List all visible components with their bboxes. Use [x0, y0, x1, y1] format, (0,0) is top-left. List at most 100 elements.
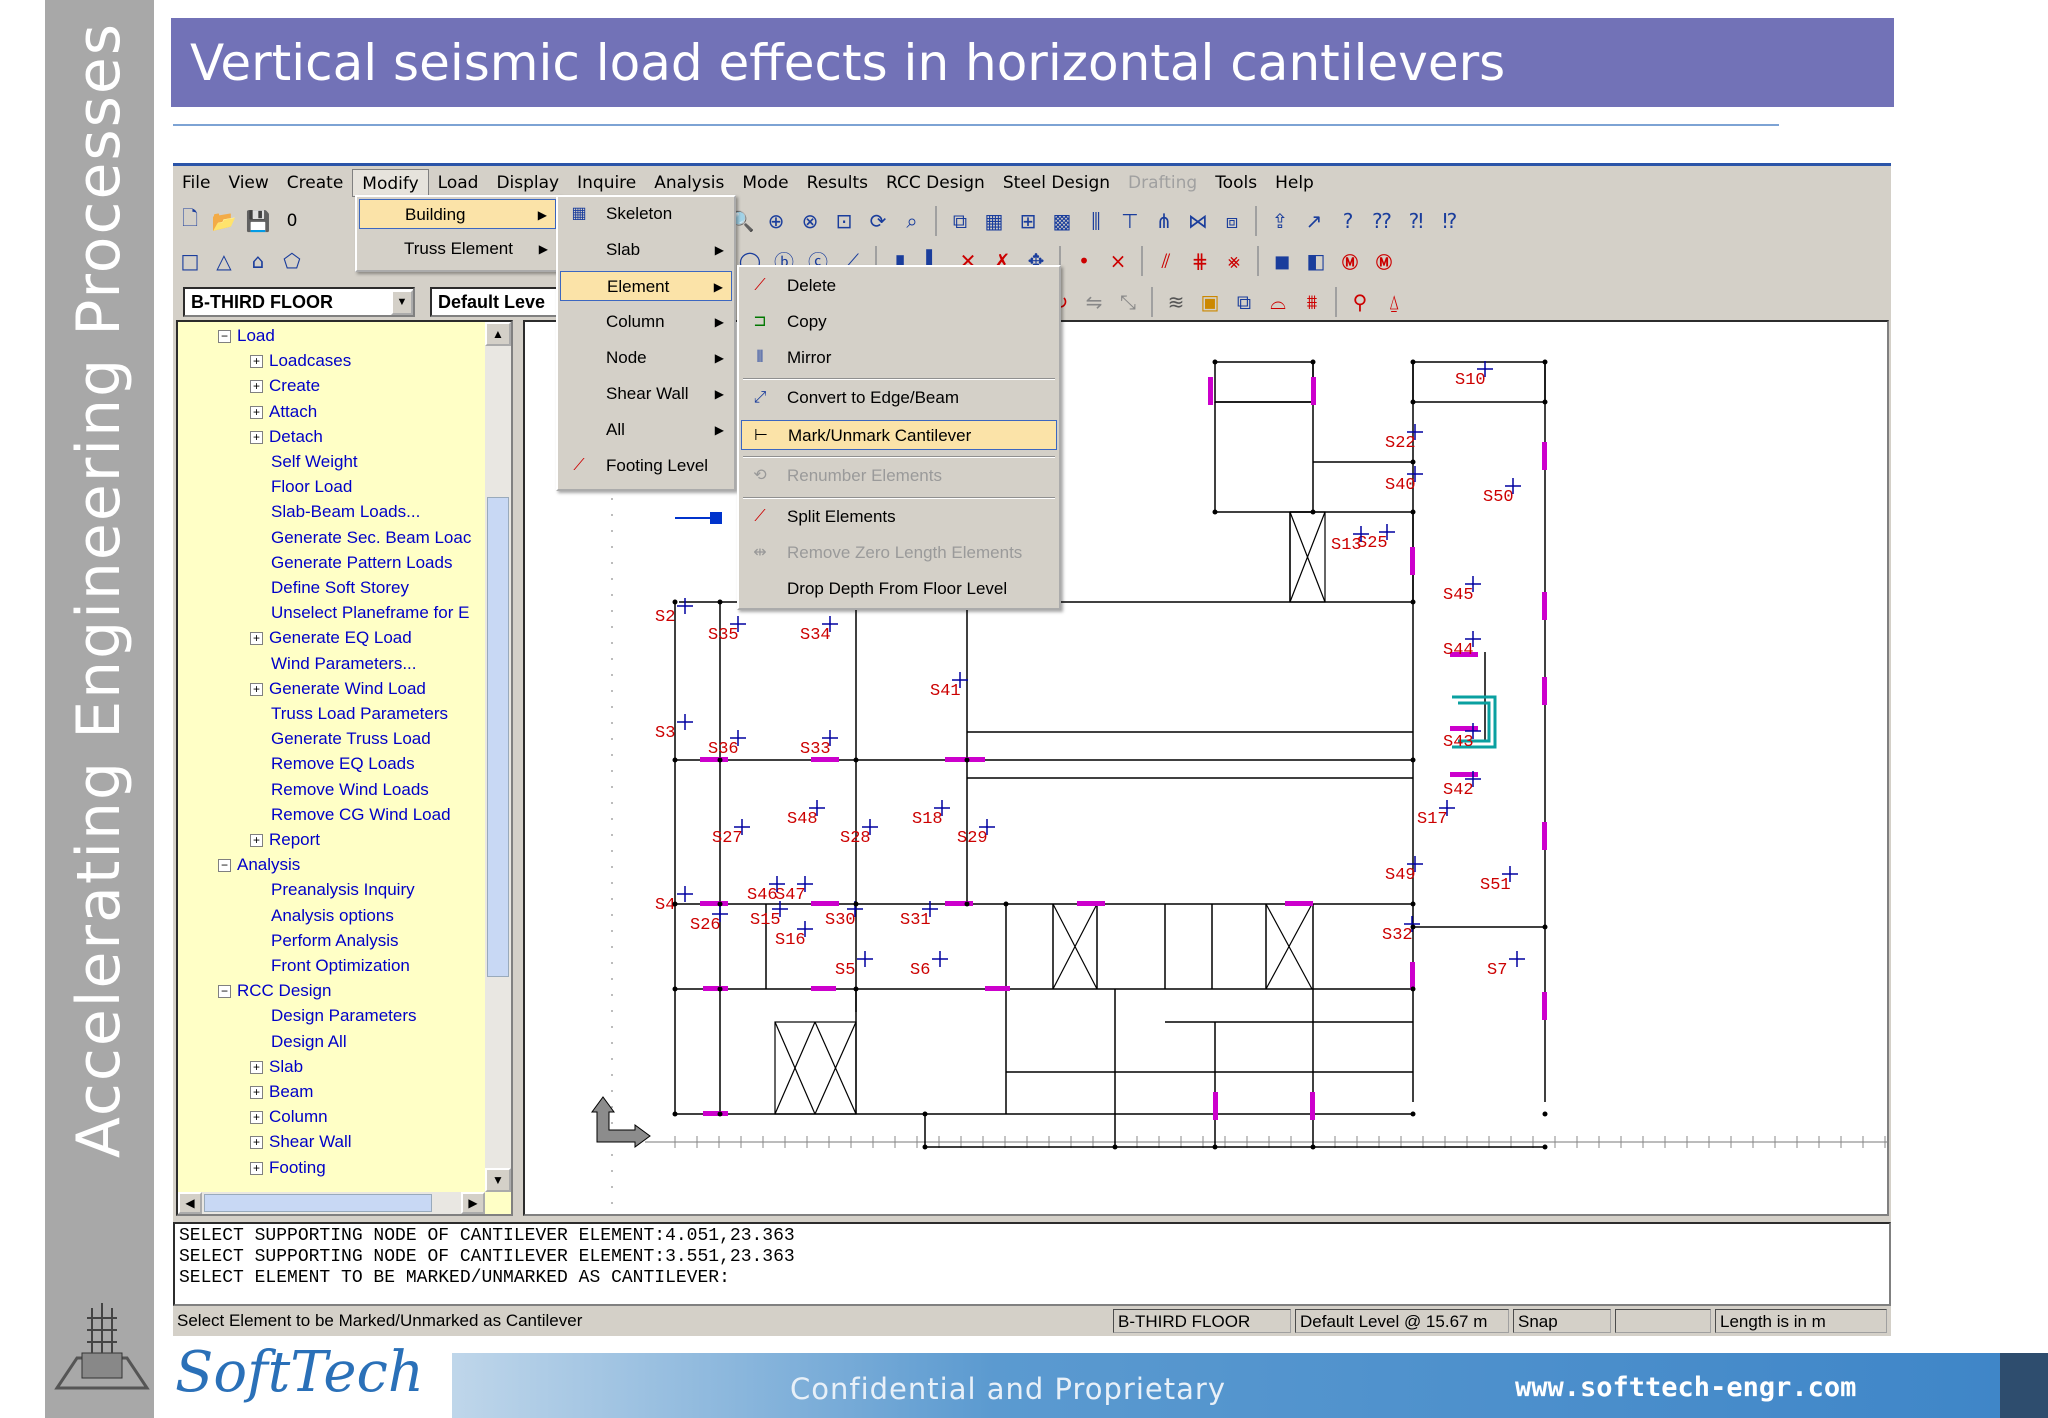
mark-m-icon[interactable]: Ⓜ	[1341, 252, 1358, 272]
menu-create[interactable]: Create	[286, 172, 344, 193]
view-3d-icon[interactable]: ⧉	[952, 208, 968, 233]
menu-item-all[interactable]: All▶	[560, 415, 732, 445]
slab-label[interactable]: S17	[1417, 810, 1448, 829]
node-point[interactable]	[1112, 1144, 1118, 1150]
query-help-icon[interactable]: ⁉	[1442, 208, 1458, 233]
query-design-icon[interactable]: ⁈	[1408, 208, 1424, 233]
triangle-tool-icon[interactable]: △	[216, 248, 232, 273]
node-point[interactable]	[1310, 1144, 1316, 1150]
slab-label[interactable]: S44	[1443, 641, 1474, 660]
tree-item[interactable]: Unselect Planeframe for E	[271, 601, 469, 625]
tree-item[interactable]: −Analysis	[218, 853, 300, 877]
layout-icon[interactable]: ⧈	[1225, 208, 1239, 233]
menu-item-node[interactable]: Node▶	[560, 343, 732, 373]
menu-item-truss-element[interactable]: Truss Element▶	[359, 234, 556, 264]
tree-item[interactable]: Remove CG Wind Load	[271, 803, 451, 827]
menu-item-copy[interactable]: ⊐Copy	[741, 307, 1057, 337]
zoom-window-icon[interactable]: ⊕	[767, 208, 785, 233]
scroll-right-icon[interactable]: ▶	[461, 1192, 485, 1214]
menu-item-delete[interactable]: ⟋Delete	[741, 271, 1057, 301]
tree-item[interactable]: −RCC Design	[218, 979, 331, 1003]
tree-vertical-scrollbar[interactable]: ▲ ▼	[485, 322, 511, 1192]
slab-label[interactable]: S46	[747, 886, 778, 905]
nodes-icon[interactable]: ⊞	[1019, 208, 1037, 233]
beam-add-icon[interactable]: ⋕	[1191, 248, 1209, 273]
tree-item[interactable]: +Loadcases	[250, 349, 351, 373]
tree-item[interactable]: +Report	[250, 828, 320, 852]
h-scroll-thumb[interactable]	[204, 1194, 432, 1212]
tree-item[interactable]: Generate Truss Load	[271, 727, 431, 751]
tree-item[interactable]: Truss Load Parameters	[271, 702, 448, 726]
expand-icon[interactable]: +	[250, 1060, 263, 1074]
expand-icon[interactable]: +	[250, 632, 263, 646]
expand-icon[interactable]: +	[250, 405, 263, 419]
node-point[interactable]	[717, 901, 723, 907]
scroll-thumb[interactable]	[487, 497, 509, 977]
node-point[interactable]	[964, 757, 970, 763]
tree-horizontal-scrollbar[interactable]: ◀ ▶	[178, 1192, 485, 1214]
node-point[interactable]	[672, 599, 678, 605]
node-point[interactable]	[1410, 901, 1416, 907]
node-point[interactable]	[1542, 399, 1548, 405]
slab-label[interactable]: S45	[1443, 586, 1474, 605]
cube-add-icon[interactable]: ◧	[1306, 248, 1326, 273]
node-point[interactable]	[1212, 359, 1218, 365]
menu-steel-design[interactable]: Steel Design	[1002, 172, 1111, 193]
menu-item-drop-depth[interactable]: Drop Depth From Floor Level	[741, 574, 1057, 604]
node-point[interactable]	[1410, 459, 1416, 465]
slab-label[interactable]: S49	[1385, 866, 1416, 885]
menu-view[interactable]: View	[228, 172, 269, 193]
tree-item[interactable]: Remove EQ Loads	[271, 752, 415, 776]
menu-item-column[interactable]: Column▶	[560, 307, 732, 337]
tree-item[interactable]: Generate Pattern Loads	[271, 551, 452, 575]
stair-icon[interactable]: ⌓	[1270, 289, 1286, 314]
footing-tool-icon[interactable]: ⍙	[1388, 289, 1400, 314]
slab-label[interactable]: S28	[840, 829, 871, 848]
chevron-down-icon[interactable]: ▼	[391, 290, 413, 315]
node-point[interactable]	[717, 599, 723, 605]
cube-icon[interactable]: ◼	[1273, 248, 1291, 273]
floor-combo[interactable]: B-THIRD FLOOR	[183, 287, 415, 317]
tree-item[interactable]: +Detach	[250, 425, 323, 449]
menu-item-renumber-elements[interactable]: ⟲Renumber Elements	[741, 461, 1057, 491]
tree-item[interactable]: +Attach	[250, 400, 317, 424]
node-point[interactable]	[1310, 509, 1316, 515]
tree-item[interactable]: Analysis options	[271, 904, 394, 928]
expand-icon[interactable]: +	[250, 1161, 263, 1175]
node-point[interactable]	[717, 1111, 723, 1117]
tree-item[interactable]: +Beam	[250, 1080, 313, 1104]
tree-item[interactable]: Floor Load	[271, 475, 352, 499]
node-point[interactable]	[1410, 986, 1416, 992]
columns-icon[interactable]: ▮	[894, 248, 906, 273]
menu-item-element[interactable]: Element▶	[560, 271, 732, 301]
slab-label[interactable]: S13	[1331, 536, 1362, 555]
slab-label[interactable]: S4	[655, 896, 675, 915]
slab-label[interactable]: S16	[775, 931, 806, 950]
menu-item-building[interactable]: Building▶	[359, 199, 556, 229]
node-point[interactable]	[853, 901, 859, 907]
copy-floor-icon[interactable]: ⧉	[1236, 289, 1252, 314]
status-snap[interactable]: Snap	[1513, 1309, 1611, 1333]
polygon-tool-icon[interactable]: ⬠	[283, 248, 301, 273]
node-point[interactable]	[853, 757, 859, 763]
menu-tools[interactable]: Tools	[1215, 172, 1258, 193]
zoom-previous-icon[interactable]: ⊡	[835, 208, 853, 233]
column-view-icon[interactable]: ⫼	[1091, 208, 1101, 233]
node-point[interactable]	[1542, 1111, 1548, 1117]
slab-label[interactable]: S2	[655, 608, 675, 627]
node-point[interactable]	[672, 986, 678, 992]
collapse-icon[interactable]: −	[218, 859, 231, 873]
level-combo[interactable]: Default Leve	[430, 287, 560, 317]
menu-help[interactable]: Help	[1275, 172, 1314, 193]
building-icon[interactable]: ▦	[984, 208, 1004, 233]
layers-icon[interactable]: ≋	[1167, 289, 1185, 314]
scale-tool-icon[interactable]: ⤡	[1120, 289, 1136, 314]
slab-select-icon[interactable]: ▣	[1200, 289, 1220, 314]
node-point[interactable]	[1410, 399, 1416, 405]
node-point[interactable]	[1003, 901, 1009, 907]
tree-item[interactable]: +Shear Wall	[250, 1130, 352, 1154]
menu-mode[interactable]: Mode	[742, 172, 789, 193]
menu-load[interactable]: Load	[437, 172, 479, 193]
node-point[interactable]	[1410, 1111, 1416, 1117]
